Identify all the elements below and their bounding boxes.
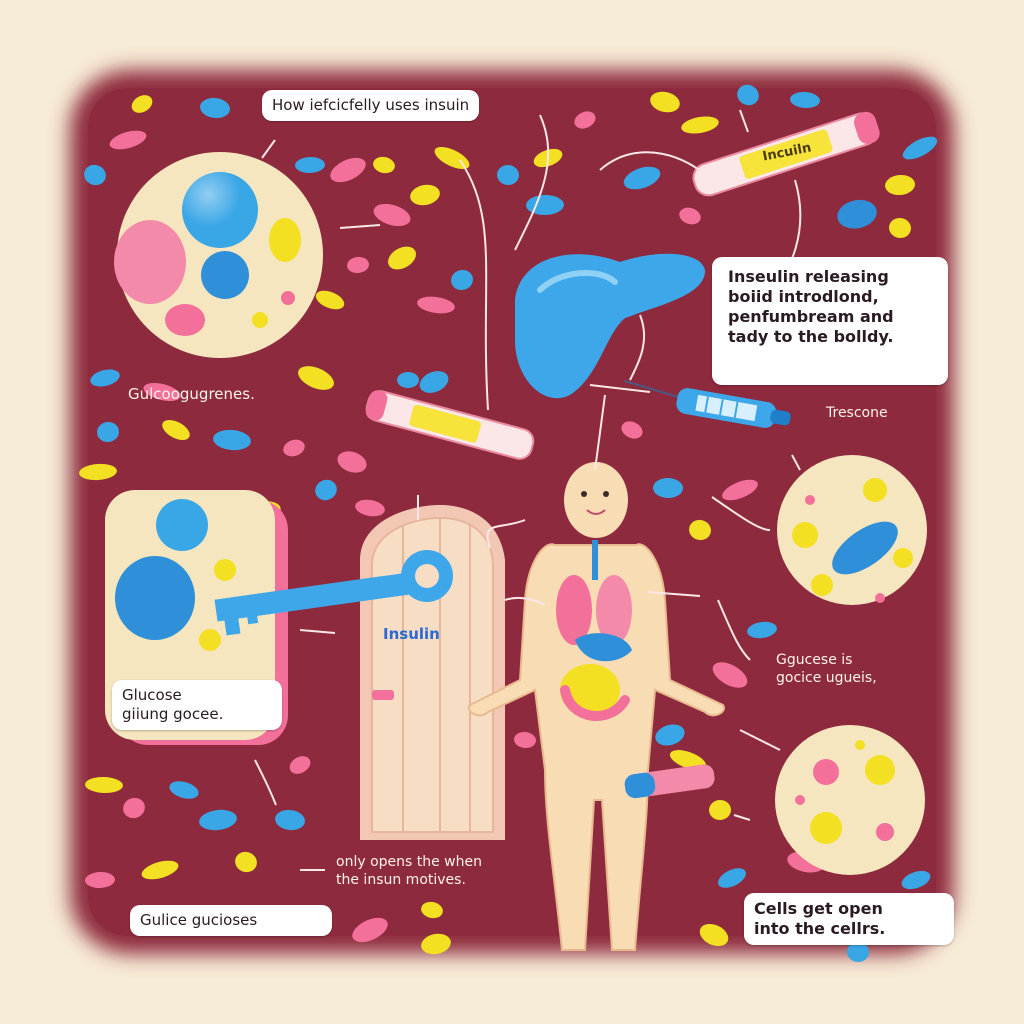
glucose-pill <box>847 941 869 963</box>
glucose-pill <box>355 499 385 517</box>
glucose-pill <box>162 420 190 440</box>
glucose-pill <box>289 756 311 774</box>
syringe <box>624 379 791 428</box>
cell-right-top <box>777 455 927 605</box>
liver <box>515 253 706 399</box>
human-body <box>468 462 725 951</box>
glucose-pill <box>373 156 395 174</box>
cell-right-bottom <box>775 725 925 875</box>
glucose-pill <box>397 372 419 388</box>
glucose-pill <box>85 871 115 889</box>
glucose-pill <box>722 479 758 501</box>
glucose-uses-label: Ggucese is gocice ugueis, <box>776 652 877 686</box>
key <box>214 550 453 636</box>
glucose-pill <box>689 519 711 541</box>
glucose-pill <box>315 290 345 310</box>
glucose-pill <box>621 421 643 439</box>
glucose-pill <box>84 164 106 186</box>
glucose-pill <box>347 256 369 274</box>
glucose-bottom-label: Gulice gucioses <box>130 905 332 936</box>
glucose-pill <box>213 429 251 451</box>
glucose-pill <box>337 451 367 473</box>
glucose-pill <box>330 157 366 183</box>
glucose-pill <box>434 146 470 170</box>
glucose-pill <box>143 382 181 402</box>
glucose-pill <box>421 933 451 955</box>
only-opens-label: only opens the when the insun motives. <box>336 854 482 888</box>
glucose-pill <box>90 369 120 387</box>
glucose-pill <box>79 463 117 481</box>
glucose-pill <box>526 194 564 216</box>
glucose-pill <box>419 371 449 393</box>
glucose-pill <box>889 217 911 239</box>
glucose-pill <box>747 621 777 639</box>
gluco-side-label: Gulcoogugrenes. <box>128 385 255 403</box>
glucose-pill <box>283 439 305 457</box>
glucose-pill <box>901 870 931 890</box>
cell-top-left <box>114 152 323 358</box>
glucose-pill <box>410 184 440 206</box>
glucose-pill <box>131 95 153 113</box>
arrows <box>254 109 802 871</box>
glucose-pill <box>451 269 473 291</box>
glucose-pill <box>709 799 731 821</box>
door-label: Insulin <box>383 625 440 643</box>
glucose-pill <box>275 809 305 831</box>
insulin-pen-top <box>692 111 880 197</box>
glucose-pill <box>679 207 701 225</box>
glucose-pill <box>653 477 683 499</box>
glucose-pill <box>388 246 416 270</box>
glucose-left-label: Glucose giiung gocee. <box>112 680 282 730</box>
glucose-pill <box>790 91 820 109</box>
glucose-pill <box>421 901 443 919</box>
glucose-pill <box>315 479 337 501</box>
glucose-pill <box>681 116 719 134</box>
glucose-pill <box>718 868 746 888</box>
glucose-pill <box>655 724 685 746</box>
glucose-pill <box>200 97 230 119</box>
insulin-release-label: Inseulin releasing boiid introdlond, pen… <box>712 257 948 385</box>
glucose-pill <box>97 421 119 443</box>
glucose-pill <box>712 662 748 688</box>
glucose-pill <box>514 731 536 749</box>
glucose-pill <box>199 809 237 831</box>
glucose-pill <box>235 851 257 873</box>
glucose-pill <box>623 166 661 190</box>
glucose-pill <box>123 797 145 819</box>
insulin-pen-bottom <box>624 764 715 799</box>
glucose-pill <box>141 860 179 880</box>
glucose-pill <box>298 366 334 390</box>
glucose-pill <box>417 296 455 314</box>
glucose-pill <box>295 156 325 174</box>
glucose-pill <box>902 136 938 160</box>
glucose-pill <box>497 164 519 186</box>
cells-open-label: Cells get open into the cellrs. <box>744 893 954 945</box>
trescone-label: Trescone <box>826 405 888 421</box>
glucose-pill <box>885 174 915 196</box>
glucose-pill <box>699 923 729 947</box>
glucose-pill <box>352 917 388 943</box>
glucose-pill <box>169 781 199 799</box>
glucose-pill <box>650 91 680 113</box>
glucose-pill <box>85 776 123 794</box>
glucose-pill <box>373 203 411 227</box>
glucose-pill <box>574 111 596 129</box>
insulin-pen-middle <box>365 390 535 460</box>
title-label: How iefcicfelly uses insuin <box>262 90 480 121</box>
glucose-pill <box>669 750 707 770</box>
glucose-pill <box>737 84 759 106</box>
glucose-pill <box>109 130 147 150</box>
